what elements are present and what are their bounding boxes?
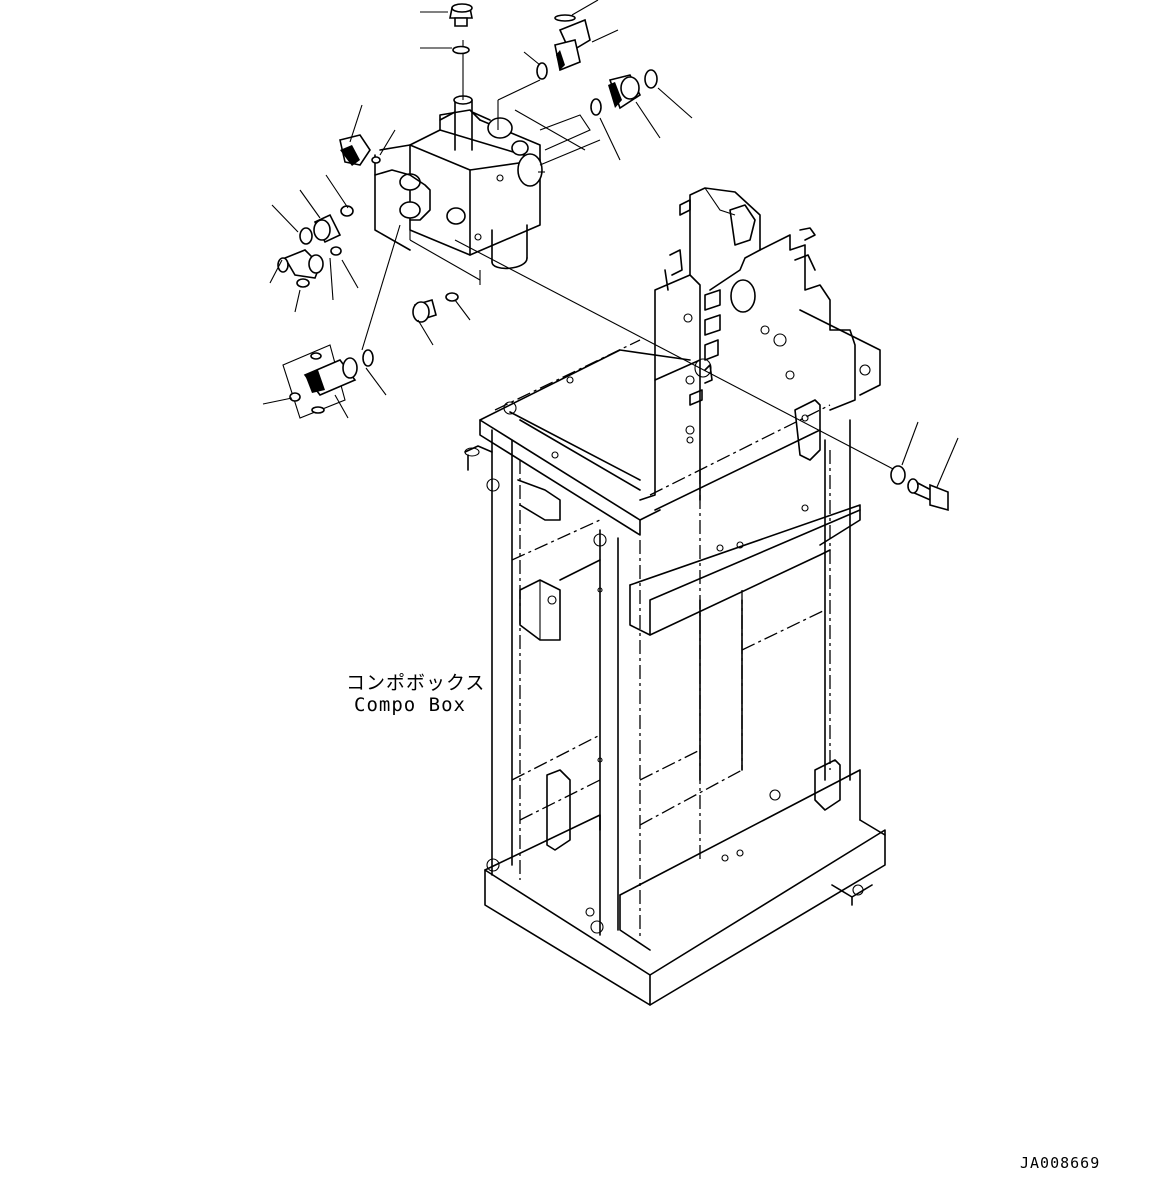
assembly-leader-line-2 [361, 224, 401, 351]
drawing-number: JA008669 [1020, 1154, 1101, 1172]
valve-block [374, 40, 601, 285]
compo-box-frame [464, 309, 886, 1006]
assembly-leader-line [454, 239, 896, 471]
mounting-plate [639, 187, 871, 501]
component-label-japanese: コンポボックス [346, 672, 486, 694]
plug-bolt-lower [412, 292, 459, 323]
straight-connector-right [590, 69, 658, 116]
fittings [277, 3, 949, 512]
tee-block-lower [282, 344, 374, 419]
tee-fitting-left [277, 246, 342, 288]
angled-fitting-left-top [339, 134, 381, 166]
plug-bolt-top [449, 3, 473, 27]
adapter-left-middle [299, 205, 354, 245]
bolt-with-washer-right [890, 465, 949, 512]
component-label-english: Compo Box [354, 694, 466, 716]
callout-leaders [262, 0, 959, 488]
elbow-fitting-top-right [536, 14, 591, 80]
